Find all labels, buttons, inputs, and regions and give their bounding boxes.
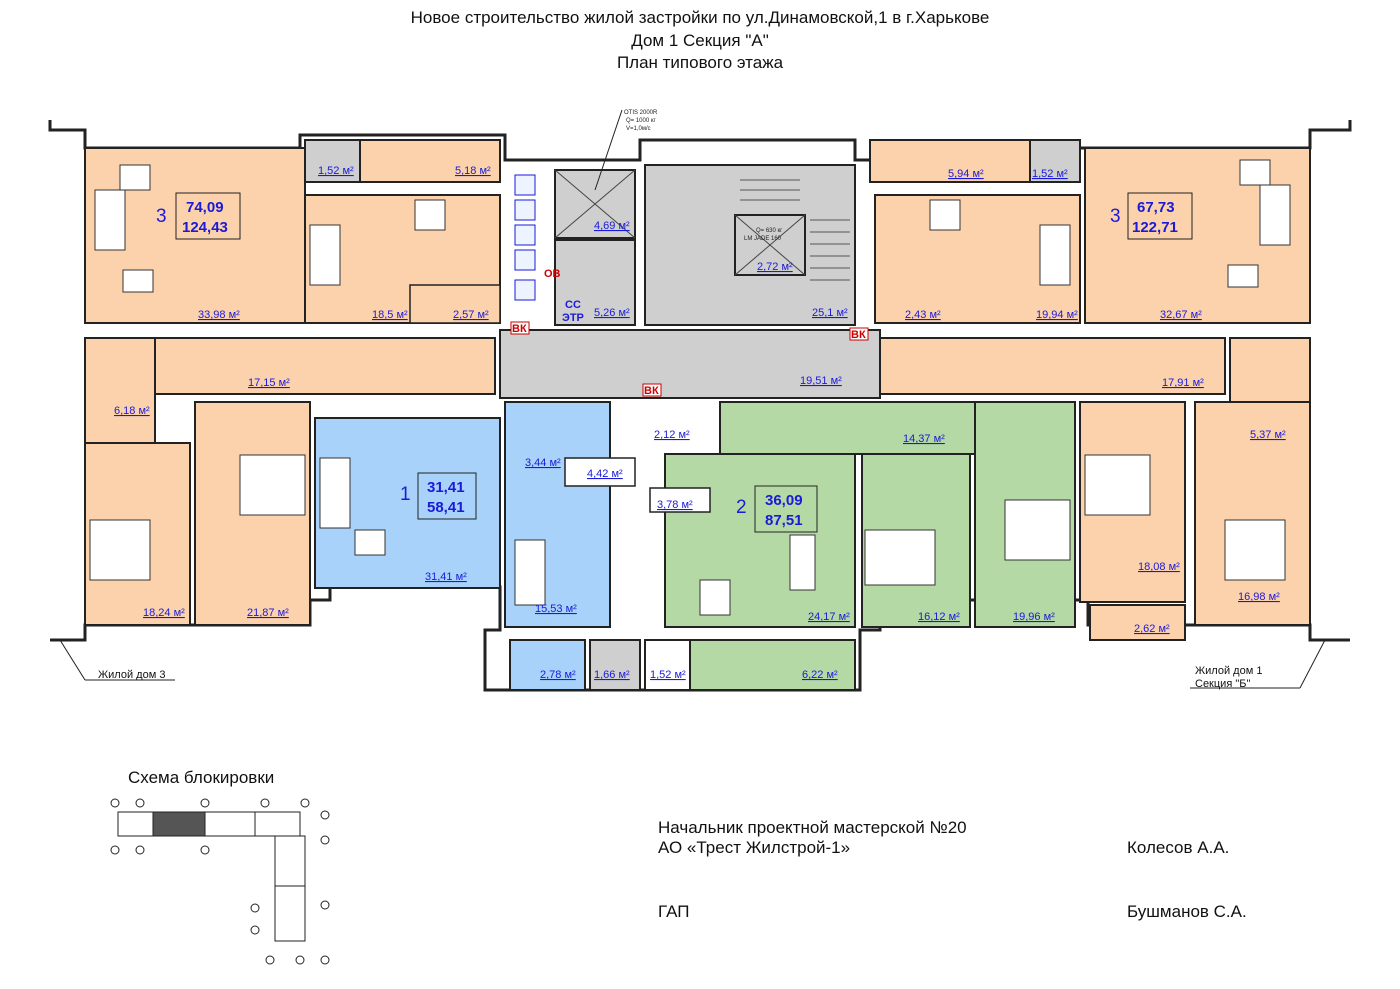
apartment-tag-2: 2 36,09 87,51 [736, 485, 818, 533]
area-corridor-l: 17,15 м² [248, 377, 290, 389]
svg-text:V=1,0м/с: V=1,0м/с [626, 126, 651, 132]
svg-text:36,09: 36,09 [765, 492, 803, 509]
svg-text:87,51: 87,51 [765, 512, 803, 529]
svg-text:1: 1 [400, 484, 411, 505]
svg-text:Q= 630 кг: Q= 630 кг [756, 228, 783, 234]
svg-text:ОВ: ОВ [544, 268, 561, 280]
area-balcony-a1: 2,78 м² [540, 669, 576, 681]
signature-name-2: Бушманов С.А. [1127, 902, 1247, 921]
svg-text:122,71: 122,71 [1132, 219, 1178, 236]
area-bath-1b: 4,42 м² [587, 468, 623, 480]
area-bed-a2: 16,12 м² [918, 611, 960, 623]
svg-text:3: 3 [156, 206, 167, 227]
svg-text:Секция "Б": Секция "Б" [1195, 678, 1250, 690]
neighbor-labels: Жилой дом 3 Жилой дом 1 Секция "Б" [59, 639, 1326, 690]
area-balcony-r: 5,94 м² [948, 168, 984, 180]
svg-text:67,73: 67,73 [1137, 199, 1175, 216]
area-wc-2: 2,12 м² [654, 429, 690, 441]
common-core [499, 164, 881, 399]
title-line-1: Новое строительство жилой застройки по у… [410, 8, 990, 27]
area-bed-r2: 16,98 м² [1238, 591, 1280, 603]
area-bed-l1: 18,24 м² [143, 607, 185, 619]
svg-text:31,41: 31,41 [427, 479, 465, 496]
area-hall-tech: 5,26 м² [594, 307, 630, 319]
vent-shafts [514, 174, 536, 301]
area-lobby: 19,51 м² [800, 375, 842, 387]
area-kitchen-a2: 24,17 м² [808, 611, 850, 623]
svg-text:3: 3 [1110, 206, 1121, 227]
area-balcony-a2: 6,22 м² [802, 669, 838, 681]
area-kitchen-1: 18,5 м² [372, 309, 408, 321]
area-bath-2: 3,78 м² [657, 499, 693, 511]
apartment-tag-1: 1 31,41 58,41 [400, 472, 477, 520]
area-bath-r2: 5,37 м² [1250, 429, 1286, 441]
area-balcony-r2: 2,62 м² [1134, 623, 1170, 635]
svg-text:Жилой дом 1: Жилой дом 1 [1195, 665, 1262, 677]
title-line-2: Дом 1 Секция "А" [631, 31, 769, 50]
signature-name-1: Колесов А.А. [1127, 838, 1230, 857]
area-loggia-a2: 1,52 м² [650, 669, 686, 681]
svg-text:2: 2 [736, 497, 747, 518]
svg-text:OTIS 2000R: OTIS 2000R [624, 110, 658, 116]
scheme-title: Схема блокировки [128, 768, 275, 787]
svg-text:Жилой дом 3: Жилой дом 3 [98, 669, 165, 681]
signature-role-1: Начальник проектной мастерской №20 [658, 818, 967, 837]
furniture [89, 159, 1291, 616]
area-loggia-a1: 1,66 м² [594, 669, 630, 681]
svg-text:58,41: 58,41 [427, 499, 465, 516]
area-hall-1: 3,44 м² [525, 457, 561, 469]
area-lift-2: 2,72 м² [757, 261, 793, 273]
svg-text:LM JADE 160: LM JADE 160 [744, 236, 782, 242]
area-living-r: 32,67 м² [1160, 309, 1202, 321]
svg-text:СС: СС [565, 299, 581, 311]
area-loggia-r: 1,52 м² [1032, 168, 1068, 180]
area-bed-l2: 21,87 м² [247, 607, 289, 619]
elevator-note: OTIS 2000R Q= 1000 кг V=1,0м/с Q= 630 кг… [594, 109, 783, 242]
area-bed-r1: 18,08 м² [1138, 561, 1180, 573]
svg-text:74,09: 74,09 [186, 199, 224, 216]
area-bath-r: 2,43 м² [905, 309, 941, 321]
area-kitchen-r: 19,94 м² [1036, 309, 1078, 321]
svg-text:ВК: ВК [512, 323, 527, 335]
room-area-labels: 1,52 м² 5,18 м² 33,98 м² 18,5 м² 2,57 м²… [114, 165, 1286, 681]
svg-text:ЭТР: ЭТР [562, 312, 584, 324]
apartment-tag-3l: 3 74,09 124,43 [156, 192, 241, 240]
signature-role-2: ГАП [658, 902, 690, 921]
blocking-scheme [110, 798, 330, 965]
area-bath-l2: 6,18 м² [114, 405, 150, 417]
area-hall-2: 14,37 м² [903, 433, 945, 445]
area-bed-a2b: 19,96 м² [1013, 611, 1055, 623]
tech-marks: ОВ СС ЭТР ВК ВК ВК [510, 268, 869, 397]
area-bath-1: 2,57 м² [453, 309, 489, 321]
svg-text:ВК: ВК [644, 385, 659, 397]
apartment-tag-3r: 3 67,73 122,71 [1110, 192, 1193, 240]
area-balcony-1: 5,18 м² [455, 165, 491, 177]
svg-text:ВК: ВК [851, 329, 866, 341]
area-lift-1: 4,69 м² [594, 220, 630, 232]
apartment-3-left [84, 139, 501, 324]
svg-text:Q= 1000 кг: Q= 1000 кг [626, 118, 656, 124]
area-living-1: 33,98 м² [198, 309, 240, 321]
svg-text:124,43: 124,43 [182, 219, 228, 236]
title-line-3: План типового этажа [616, 53, 784, 72]
area-kitchen-a1: 15,53 м² [535, 603, 577, 615]
area-living-a1: 31,41 м² [425, 571, 467, 583]
area-corridor-r: 17,91 м² [1162, 377, 1204, 389]
signature-org: АО «Трест Жилстрой-1» [658, 838, 851, 857]
area-loggia-1: 1,52 м² [318, 165, 354, 177]
area-stairs: 25,1 м² [812, 307, 848, 319]
